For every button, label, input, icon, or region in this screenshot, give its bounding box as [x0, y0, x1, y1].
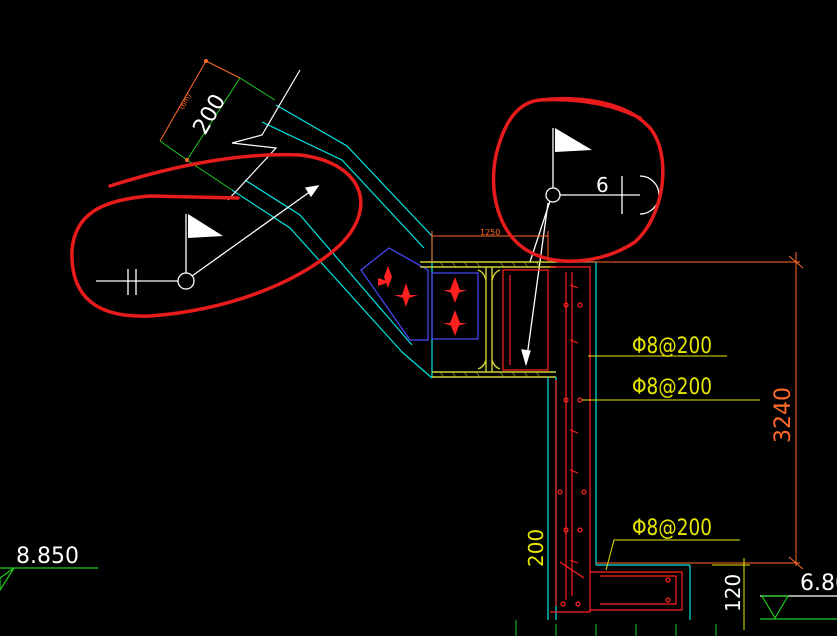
weld-size-label: 6	[596, 173, 609, 197]
rebar-label-3: Φ8@200	[632, 516, 712, 541]
elevation-left: 8.850	[0, 544, 98, 592]
slab-thickness-label: 200	[189, 90, 232, 139]
beam-width-label: 1250	[480, 228, 500, 237]
beam-width-dimension	[431, 231, 549, 262]
beam-cut-lines	[502, 269, 549, 371]
retaining-wall	[547, 261, 691, 620]
beam-hatch	[439, 261, 541, 378]
base-thickness-dimension	[712, 558, 750, 630]
base-thickness-label: 120	[721, 574, 745, 612]
markup-ellipse-right	[491, 96, 665, 263]
ground-ticks	[515, 620, 717, 636]
wall-bottom-thickness-label: 200	[524, 529, 548, 567]
rebar-label-2: Φ8@200	[632, 375, 712, 400]
slab-thickness-dimension: 200 (6m)	[159, 59, 276, 191]
connection-plate	[360, 247, 479, 341]
wall-height-dimension	[556, 252, 804, 570]
elevation-right-label: 6.80	[800, 571, 837, 596]
wall-height-label: 3240	[771, 387, 796, 443]
markup-ellipse-left	[70, 152, 363, 318]
rebar-leaders	[582, 355, 760, 571]
elevation-left-label: 8.850	[16, 544, 79, 569]
steel-beam	[420, 261, 556, 378]
wall-rebar	[550, 266, 683, 613]
triangle-icon	[760, 595, 790, 620]
flag-icon	[188, 214, 223, 238]
flag-icon	[555, 128, 592, 152]
triangle-icon	[0, 567, 15, 592]
slab-thickness-note: (6m)	[178, 92, 193, 111]
left-weld-symbol	[96, 185, 320, 295]
rebar-label-1: Φ8@200	[632, 334, 712, 359]
wall-rebar-ticks	[569, 284, 579, 564]
elevation-right: 6.80	[760, 571, 837, 620]
break-line	[227, 69, 301, 201]
